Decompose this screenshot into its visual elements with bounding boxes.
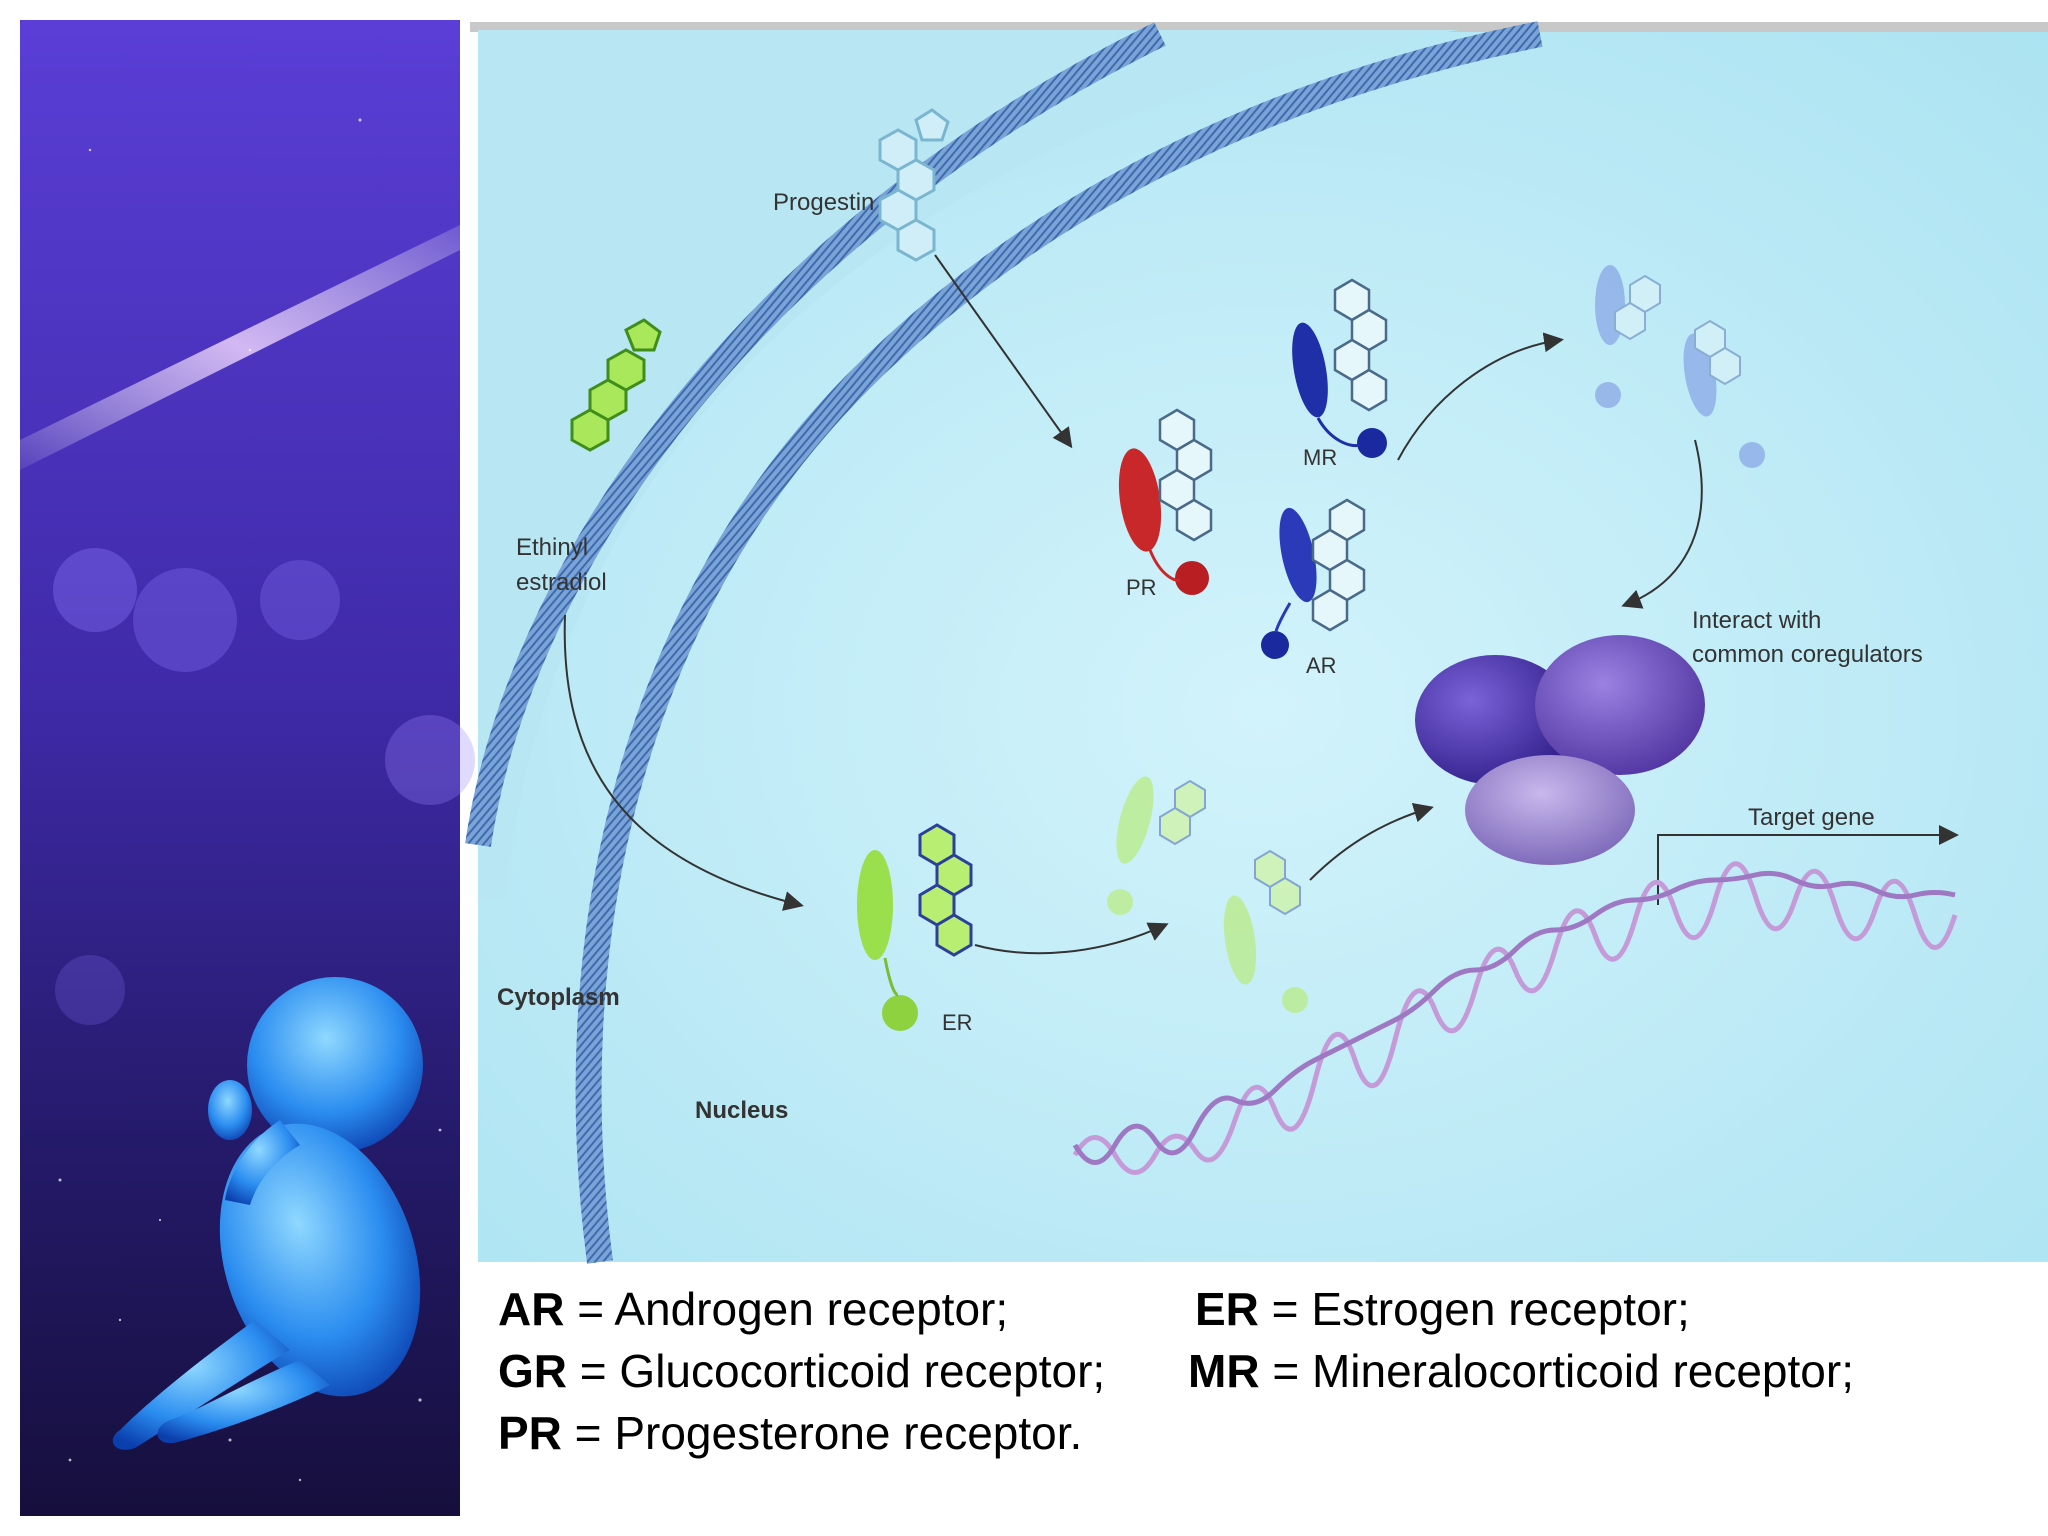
mr-receptor <box>1292 278 1388 458</box>
target-gene-label: Target gene <box>1748 804 1875 831</box>
legend-ar: AR = Androgen receptor; <box>498 1283 1008 1335</box>
er-receptor <box>857 823 973 1031</box>
progestin-molecule <box>878 108 950 262</box>
progestin-label: Progestin <box>773 189 874 216</box>
interact-label-2: common coregulators <box>1692 641 1923 668</box>
cytoplasm-region <box>478 30 1460 900</box>
er-dimer-faded <box>1107 776 1308 1013</box>
mr-label: MR <box>1303 445 1337 470</box>
receptor-dimer-faded <box>1595 265 1765 468</box>
legend-er: ER = Estrogen receptor; <box>1195 1283 1690 1335</box>
ethinyl-label-1: Ethinyl <box>516 534 588 561</box>
pr-label: PR <box>1126 575 1157 600</box>
legend-mr: MR = Mineralocorticoid receptor; <box>1188 1345 1854 1397</box>
ar-label: AR <box>1306 653 1337 678</box>
ar-receptor <box>1261 498 1366 659</box>
ethinyl-label-2: estradiol <box>516 569 607 596</box>
legend-pr: PR = Progesterone receptor. <box>498 1407 1082 1459</box>
decorative-panel <box>20 20 475 1516</box>
pr-receptor <box>1118 408 1213 595</box>
fetus-illustration <box>112 977 423 1450</box>
nucleus-label: Nucleus <box>695 1097 788 1124</box>
cell-membrane <box>465 22 1166 847</box>
legend-gr: GR = Glucocorticoid receptor; <box>498 1345 1105 1397</box>
ethinyl-estradiol-molecule <box>570 318 662 452</box>
legend: AR = Androgen receptor; ER = Estrogen re… <box>498 1283 1854 1459</box>
dna-helix <box>1072 861 1958 1175</box>
nuclear-membrane <box>575 21 1543 1264</box>
interact-label-1: Interact with <box>1692 607 1821 634</box>
cell-diagram: Progestin Ethinyl estradiol MR <box>465 21 2048 1264</box>
coregulator-complex <box>1415 635 1705 865</box>
cytoplasm-label: Cytoplasm <box>497 984 620 1011</box>
er-label: ER <box>942 1010 973 1035</box>
